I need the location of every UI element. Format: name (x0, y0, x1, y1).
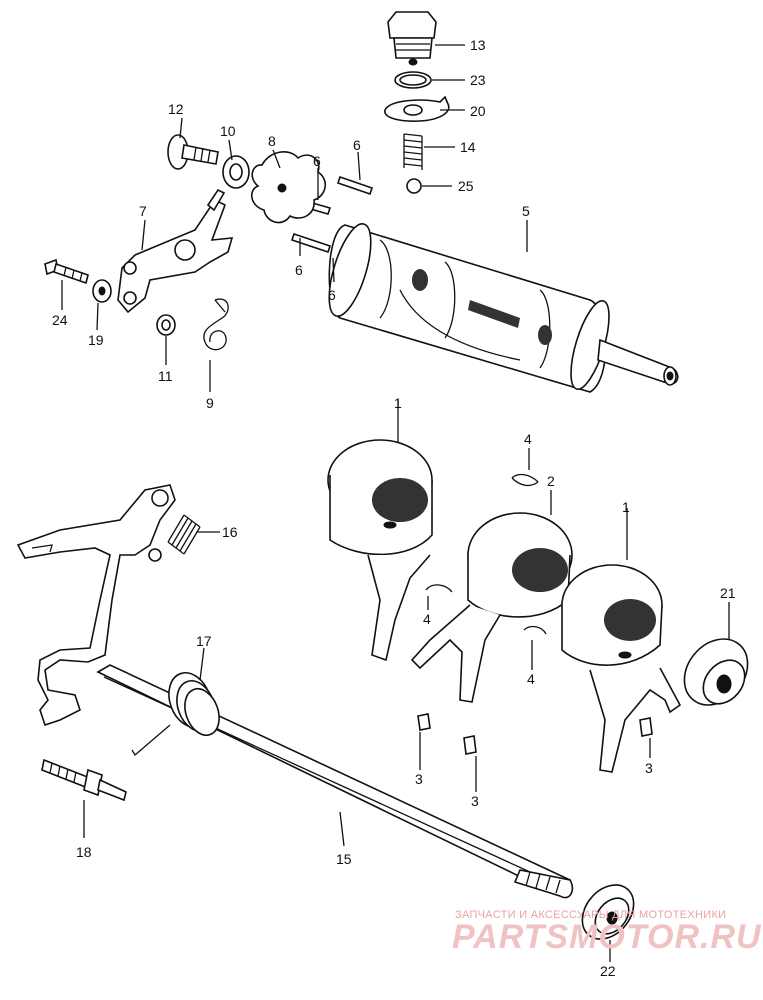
callout-6-left: 6 (295, 262, 303, 278)
callout-13: 13 (470, 37, 486, 53)
shift-fork-right (561, 564, 682, 773)
fork-clips (425, 473, 547, 635)
washer-19 (92, 279, 112, 303)
drum-stopper-plate (251, 151, 326, 224)
bearing-21 (683, 638, 749, 706)
return-spring-9 (203, 298, 229, 351)
callout-24: 24 (52, 312, 68, 328)
guide-pins (417, 713, 653, 755)
collar-11 (156, 314, 176, 336)
callout-22: 22 (600, 963, 616, 979)
return-spring-17 (131, 672, 220, 756)
callouts: 13 23 20 14 25 5 6 6 6 6 8 10 12 7 24 19… (52, 37, 736, 979)
callout-7: 7 (139, 203, 147, 219)
washer-10 (222, 155, 250, 189)
callout-16: 16 (222, 524, 238, 540)
callout-1-right: 1 (622, 499, 630, 515)
callout-21: 21 (720, 585, 736, 601)
callout-4-top: 4 (524, 431, 532, 447)
callout-17: 17 (196, 633, 212, 649)
stopper-arm (117, 188, 234, 314)
shift-fork-center (410, 512, 573, 703)
callout-6-top: 6 (353, 137, 361, 153)
callout-11: 11 (158, 368, 173, 384)
spring-16 (167, 514, 201, 555)
callout-25: 25 (458, 178, 474, 194)
oil-seal-22 (581, 884, 635, 940)
watermark-logo: PARTSMOTOR.RU (452, 918, 762, 956)
callout-1-top: 1 (394, 395, 402, 411)
callout-19: 19 (88, 332, 104, 348)
ball-25 (406, 178, 422, 194)
callout-2: 2 (547, 473, 555, 489)
callout-15: 15 (336, 851, 352, 867)
callout-3-right: 3 (645, 760, 653, 776)
callout-14: 14 (460, 139, 476, 155)
shift-drum (328, 223, 679, 393)
callout-3-center: 3 (471, 793, 479, 809)
watermark: ЗАПЧАСТИ И АКСЕССУАРЫ ДЛЯ МОТОТЕХНИКИ PA… (452, 909, 762, 956)
callout-3-left: 3 (415, 771, 423, 787)
callout-4-left: 4 (423, 611, 431, 627)
gasket-20 (384, 95, 450, 122)
callout-4-bottom: 4 (527, 671, 535, 687)
drum-pins (290, 175, 374, 254)
spring-14 (403, 133, 423, 170)
callout-18: 18 (76, 844, 92, 860)
watermark-tagline: ЗАПЧАСТИ И АКСЕССУАРЫ ДЛЯ МОТОТЕХНИКИ (455, 909, 726, 921)
bolt-24 (44, 258, 89, 285)
callout-6-bottom: 6 (328, 287, 336, 303)
callout-10: 10 (220, 123, 236, 139)
shift-arm (16, 484, 176, 727)
shift-fork-left (327, 439, 433, 662)
neutral-switch-13 (387, 11, 437, 66)
bolt-12 (167, 134, 219, 170)
callout-12: 12 (168, 101, 184, 117)
callout-5: 5 (522, 203, 530, 219)
callout-6-mid: 6 (313, 153, 321, 169)
o-ring-23 (394, 71, 432, 89)
stud-18 (41, 758, 127, 802)
callout-23: 23 (470, 72, 486, 88)
callout-9: 9 (206, 395, 214, 411)
callout-8: 8 (268, 133, 276, 149)
leader-lines (61, 44, 730, 962)
callout-20: 20 (470, 103, 486, 119)
